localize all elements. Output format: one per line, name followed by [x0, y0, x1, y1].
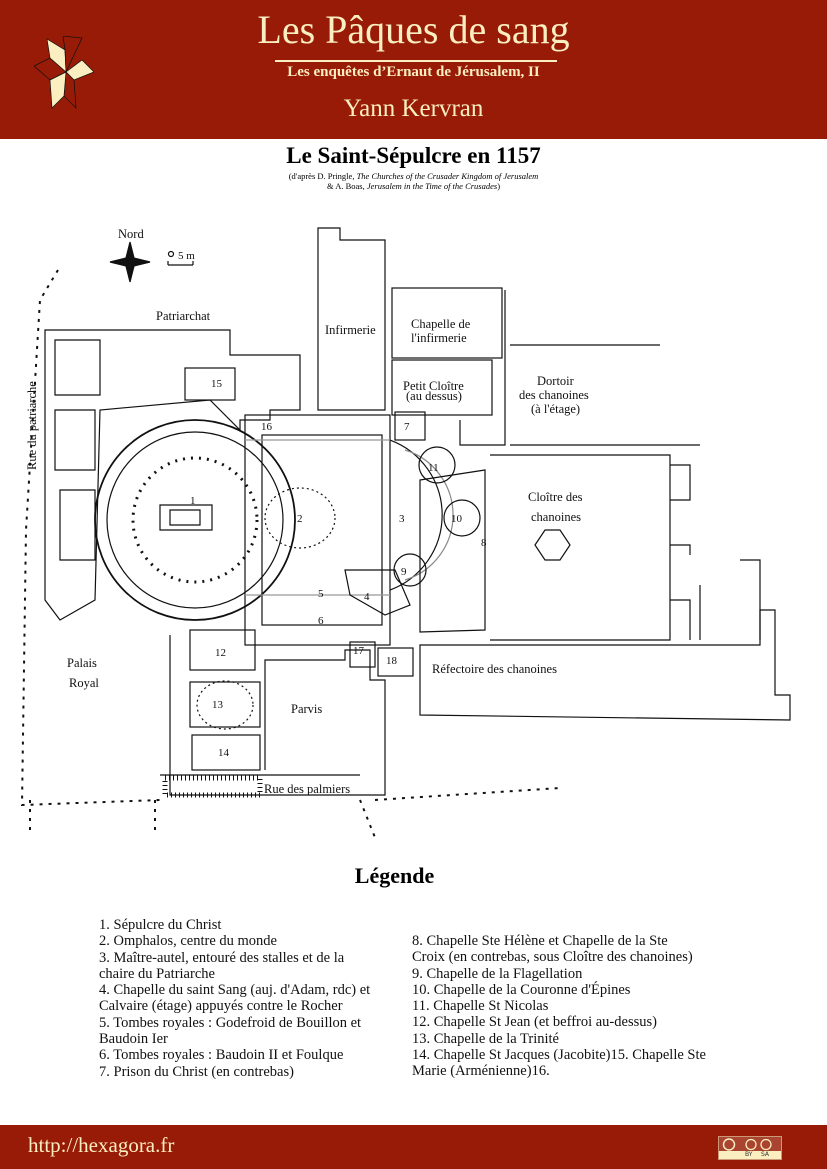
- map-title: Le Saint-Sépulcre en 1157: [286, 143, 541, 168]
- footer: http://hexagora.fr BY SA: [0, 1125, 827, 1169]
- legend-item: 10. Chapelle de la Couronne d'Épines: [412, 981, 631, 998]
- number-12: 12: [215, 647, 226, 659]
- label-chapelle-infirmerie: l'infirmerie: [411, 331, 467, 345]
- label-palais: Royal: [69, 676, 99, 690]
- number-13: 13: [212, 699, 224, 711]
- legend-item: Croix (en contrebas, sous Cloître des ch…: [412, 949, 693, 966]
- legend-item: 9. Chapelle de la Flagellation: [412, 965, 583, 982]
- north-label: Nord: [118, 227, 144, 241]
- header-banner: Les Pâques de sang Les enquêtes d’Ernaut…: [0, 0, 827, 139]
- compass-rose-icon: [109, 241, 151, 283]
- legend-item: 1. Sépulcre du Christ: [99, 917, 222, 933]
- label-dortoir: des chanoines: [519, 388, 589, 402]
- label-cloitre: chanoines: [531, 510, 581, 524]
- source-title: Jerusalem in the Time of the Crusades: [366, 181, 498, 191]
- plan-labels: Nord 5 m Patriarchat Infirmerie Chapelle…: [25, 227, 589, 796]
- label-patriarchat: Patriarchat: [156, 309, 211, 323]
- number-6: 6: [318, 615, 324, 627]
- number-1: 1: [190, 495, 196, 507]
- legend-item: Calvaire (étage) appuyés contre le Roche…: [99, 998, 343, 1015]
- map-source: (d'après D. Pringle, The Churches of the…: [0, 171, 827, 191]
- legend-item: 4. Chapelle du saint Sang (auj. d'Adam, …: [99, 982, 371, 999]
- hexagora-star-logo: [34, 36, 94, 109]
- label-dortoir: (à l'étage): [531, 402, 580, 416]
- legend-item: 14. Chapelle St Jacques (Jacobite)15. Ch…: [412, 1047, 706, 1064]
- number-7: 7: [404, 421, 410, 433]
- number-16: 16: [261, 421, 273, 433]
- label-parvis: Parvis: [291, 702, 322, 716]
- book-title: Les Pâques de sang: [257, 7, 570, 52]
- label-palais: Palais: [67, 656, 97, 670]
- label-rue-palmiers: Rue des palmiers: [264, 782, 350, 796]
- label-rue-patriarche: Rue du patriarche: [25, 381, 39, 470]
- source-text: & A. Boas,: [326, 181, 367, 191]
- website-link[interactable]: http://hexagora.fr: [28, 1133, 175, 1157]
- number-3: 3: [399, 513, 405, 525]
- number-15: 15: [211, 378, 223, 390]
- legend-item: 3. Maître-autel, entouré des stalles et …: [99, 949, 345, 966]
- number-4: 4: [364, 591, 370, 603]
- label-refectoire: Réfectoire des chanoines: [432, 662, 557, 676]
- label-petit-cloitre: (au dessus): [406, 389, 462, 403]
- scale-label: 5 m: [178, 250, 195, 262]
- number-11: 11: [428, 462, 439, 474]
- number-9: 9: [401, 566, 407, 578]
- label-infirmerie: Infirmerie: [325, 323, 376, 337]
- cc-by-sa-badge[interactable]: BY SA: [718, 1136, 782, 1160]
- number-17: 17: [353, 645, 365, 657]
- number-10: 10: [451, 513, 463, 525]
- legend-item: 2. Omphalos, centre du monde: [99, 933, 277, 950]
- number-5: 5: [318, 588, 324, 600]
- book-subtitle: Les enquêtes d’Ernaut de Jérusalem, II: [287, 64, 540, 80]
- legend-title: Légende: [354, 863, 435, 888]
- legend-item: 11. Chapelle St Nicolas: [412, 998, 549, 1015]
- legend-item: Marie (Arménienne)16.: [412, 1063, 550, 1080]
- book-author: Yann Kervran: [343, 95, 484, 122]
- number-18: 18: [386, 655, 398, 667]
- legend-column-2: 8. Chapelle Ste Hélène et Chapelle de la…: [412, 933, 706, 1080]
- label-cloitre: Cloître des: [528, 490, 583, 504]
- label-petit-cloitre: Petit Cloître: [403, 379, 464, 393]
- legend-item: 5. Tombes royales : Godefroid de Bouillo…: [99, 1014, 362, 1031]
- label-dortoir: Dortoir: [537, 374, 575, 388]
- cc-icon: [722, 1138, 772, 1151]
- title-rule: [275, 60, 557, 62]
- plan-walls: [20, 227, 791, 840]
- legend-column-1: 1. Sépulcre du Christ 2. Omphalos, centr…: [99, 917, 370, 1080]
- legend-item: 12. Chapelle St Jean (et beffroi au-dess…: [412, 1014, 657, 1031]
- legend-item: 13. Chapelle de la Trinité: [412, 1030, 559, 1047]
- source-text: ): [497, 181, 501, 191]
- label-chapelle-infirmerie: Chapelle de: [411, 317, 471, 331]
- legend-item: 6. Tombes royales : Baudoin II et Foulqu…: [99, 1047, 344, 1064]
- source-title: The Churches of the Crusader Kingdom of …: [356, 171, 539, 181]
- license-by: BY: [745, 1151, 753, 1158]
- number-2: 2: [297, 513, 303, 525]
- number-14: 14: [218, 747, 230, 759]
- license-sa: SA: [761, 1151, 770, 1158]
- number-8: 8: [481, 537, 487, 549]
- legend-item: 8. Chapelle Ste Hélène et Chapelle de la…: [412, 933, 668, 949]
- site-plan: Nord 5 m Patriarchat Infirmerie Chapelle…: [20, 227, 791, 840]
- legend-item: Baudoin Ier: [99, 1031, 168, 1048]
- source-text: (d'après D. Pringle,: [288, 171, 357, 181]
- legend-item: 7. Prison du Christ (en contrebas): [99, 1063, 294, 1080]
- legend-item: chaire du Patriarche: [99, 965, 215, 982]
